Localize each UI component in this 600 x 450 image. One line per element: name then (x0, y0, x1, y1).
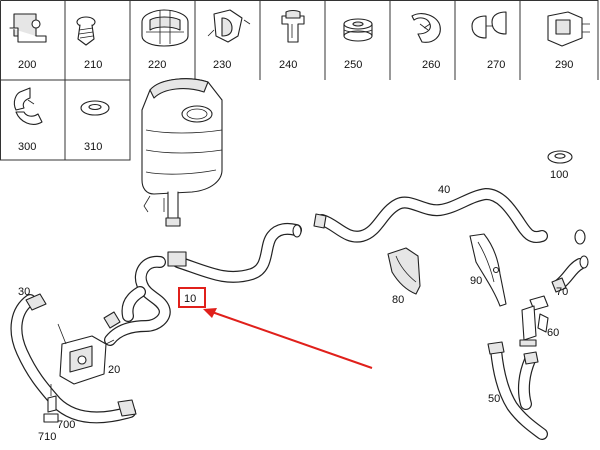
washer-100[interactable] (547, 150, 573, 164)
callout-710: 710 (38, 431, 56, 443)
grid-frame (0, 0, 599, 161)
part-label-240: 240 (279, 59, 297, 71)
retaining-clip-icon (13, 87, 43, 125)
connector-60[interactable] (519, 295, 549, 347)
part-cell-210[interactable]: 210 (76, 16, 102, 71)
expansion-tank[interactable] (141, 78, 223, 227)
clip-bracket-icon (9, 13, 47, 43)
callout-20: 20 (108, 364, 120, 376)
callout-70: 70 (556, 286, 568, 298)
washer-icon (80, 100, 110, 116)
callout-30: 30 (18, 286, 30, 298)
part-cell-250[interactable]: 250 (343, 18, 373, 71)
hose-70[interactable] (551, 255, 589, 293)
clamp-bracket-icon (547, 11, 590, 47)
bracket-90[interactable] (469, 233, 507, 307)
part-label-300: 300 (18, 141, 36, 153)
highlight-arrow-line (211, 311, 373, 369)
grommet-icon (343, 18, 373, 42)
part-label-260: 260 (422, 59, 440, 71)
bracket-icon (207, 9, 251, 43)
water-pump-20[interactable] (43, 323, 115, 423)
part-cell-200[interactable]: 200 (9, 13, 47, 71)
coolant-hose-lower[interactable] (103, 255, 171, 346)
callout-90: 90 (470, 275, 482, 287)
part-cell-310[interactable]: 310 (80, 100, 110, 153)
highlight-annotation (178, 287, 373, 369)
part-label-270: 270 (487, 59, 505, 71)
part-label-290: 290 (555, 59, 573, 71)
hose-clip-icon (141, 9, 189, 47)
double-clip-icon (471, 11, 507, 39)
part-cell-290[interactable]: 290 (547, 11, 590, 71)
highlight-arrow-head (203, 308, 217, 318)
part-cell-220[interactable]: 220 (141, 9, 189, 71)
parts-grid: 200 210 220 23 (0, 0, 599, 161)
spring-clip-icon (411, 13, 441, 43)
part-cell-270[interactable]: 270 (471, 11, 507, 71)
callout-60: 60 (547, 327, 559, 339)
part-label-250: 250 (344, 59, 362, 71)
part-cell-260[interactable]: 260 (411, 13, 441, 71)
part-cell-230[interactable]: 230 (207, 9, 251, 71)
part-cell-300[interactable]: 300 (13, 87, 43, 153)
part-label-220: 220 (148, 59, 166, 71)
part-label-310: 310 (84, 141, 102, 153)
coolant-hose-30[interactable] (10, 293, 137, 424)
highlight-box (178, 287, 206, 308)
part-label-230: 230 (213, 59, 231, 71)
part-label-210: 210 (84, 59, 102, 71)
holder-clip-icon (281, 9, 305, 43)
part-cell-240[interactable]: 240 (279, 9, 305, 72)
callout-labels: 10 20 30 40 50 60 70 80 90 100 700 710 (18, 169, 568, 443)
callout-700: 700 (57, 419, 75, 431)
callout-40: 40 (438, 184, 450, 196)
grid-dividers (64, 0, 521, 160)
screw-icon (76, 16, 96, 46)
callout-10: 10 (184, 293, 196, 305)
coolant-hose-50[interactable] (487, 341, 548, 440)
callout-50: 50 (488, 393, 500, 405)
cover-plate-80[interactable] (387, 247, 421, 295)
callout-80: 80 (392, 294, 404, 306)
part-label-200: 200 (18, 59, 36, 71)
coolant-hose-40[interactable] (313, 188, 586, 245)
callout-100: 100 (550, 169, 568, 181)
coolant-hose-10[interactable] (167, 222, 302, 283)
